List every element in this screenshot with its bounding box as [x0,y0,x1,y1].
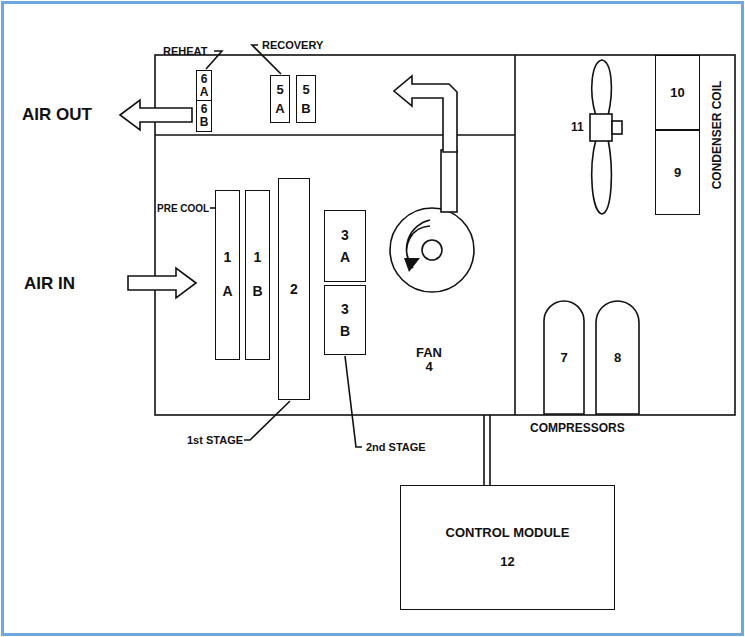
callout-number: 1 B [252,241,262,308]
compressor: 7 [543,300,585,415]
frame [3,3,743,635]
fan-scroll [390,208,474,292]
control-wire [483,415,485,485]
fan-hub [422,240,442,260]
part-label: REHEAT [163,45,207,57]
first-stage-coil: 2 [278,178,310,400]
propeller-blade [592,139,612,214]
propeller-blade [592,60,612,116]
condenser-section: 10 [655,55,700,130]
part-label: RECOVERY [262,39,323,51]
callout-number: 3 A [340,224,350,269]
air-out-arrow [120,100,192,130]
compressor-outline [596,301,639,414]
module-label: CONTROL MODULE [446,525,570,542]
section-divider [514,55,516,415]
second-stage-coil: 3 A [324,210,366,282]
callout-number: 9 [674,165,681,181]
part-label: COMPRESSORS [530,422,625,435]
fan-outlet [441,150,457,212]
airflow-arrow [394,76,457,152]
callout-number: FAN 4 [416,346,442,375]
air-in-arrow [128,268,196,298]
control-module: CONTROL MODULE 12 [400,485,615,610]
recovery-coil: 5 A [270,75,290,123]
leader-line [345,356,362,447]
compressor: 8 [595,300,640,415]
callout-number: 11 [571,121,584,134]
part-label: CONDENSER COIL [711,81,724,190]
module-label: 12 [500,554,514,571]
part-label: PRE COOL [157,203,209,214]
propeller-shaft [612,121,622,134]
flow-label: AIR IN [24,275,75,294]
section-divider [155,134,515,136]
leader-line [244,401,290,440]
unit-housing [155,55,735,415]
precool-coil: 1 B [245,190,270,360]
propeller-hub [590,114,612,141]
second-stage-coil: 3 B [324,285,366,355]
leader-line [206,51,222,69]
part-label: 2nd STAGE [366,441,426,453]
callout-number: 2 [290,281,298,298]
callout-number: 5 B [301,80,310,119]
reheat-coil: 6 B [196,100,212,132]
callout-number: 6 A [200,73,209,99]
part-label: 1st STAGE [187,434,243,446]
condenser-section: 9 [655,130,700,215]
recovery-coil: 5 B [296,75,316,123]
reheat-coil: 6 A [196,70,212,102]
callout-number: 10 [670,85,684,101]
callout-number: 3 B [340,298,350,343]
callout-number: 1 A [222,241,232,308]
flow-label: AIR OUT [22,106,92,125]
fan-rotation-head [404,258,420,272]
callout-number: 6 B [200,103,209,129]
callout-number: 8 [614,350,621,366]
control-wire [489,415,491,485]
precool-coil: 1 A [215,190,240,360]
compressor-outline [544,301,584,414]
callout-number: 5 A [275,80,284,119]
callout-number: 7 [560,350,567,366]
